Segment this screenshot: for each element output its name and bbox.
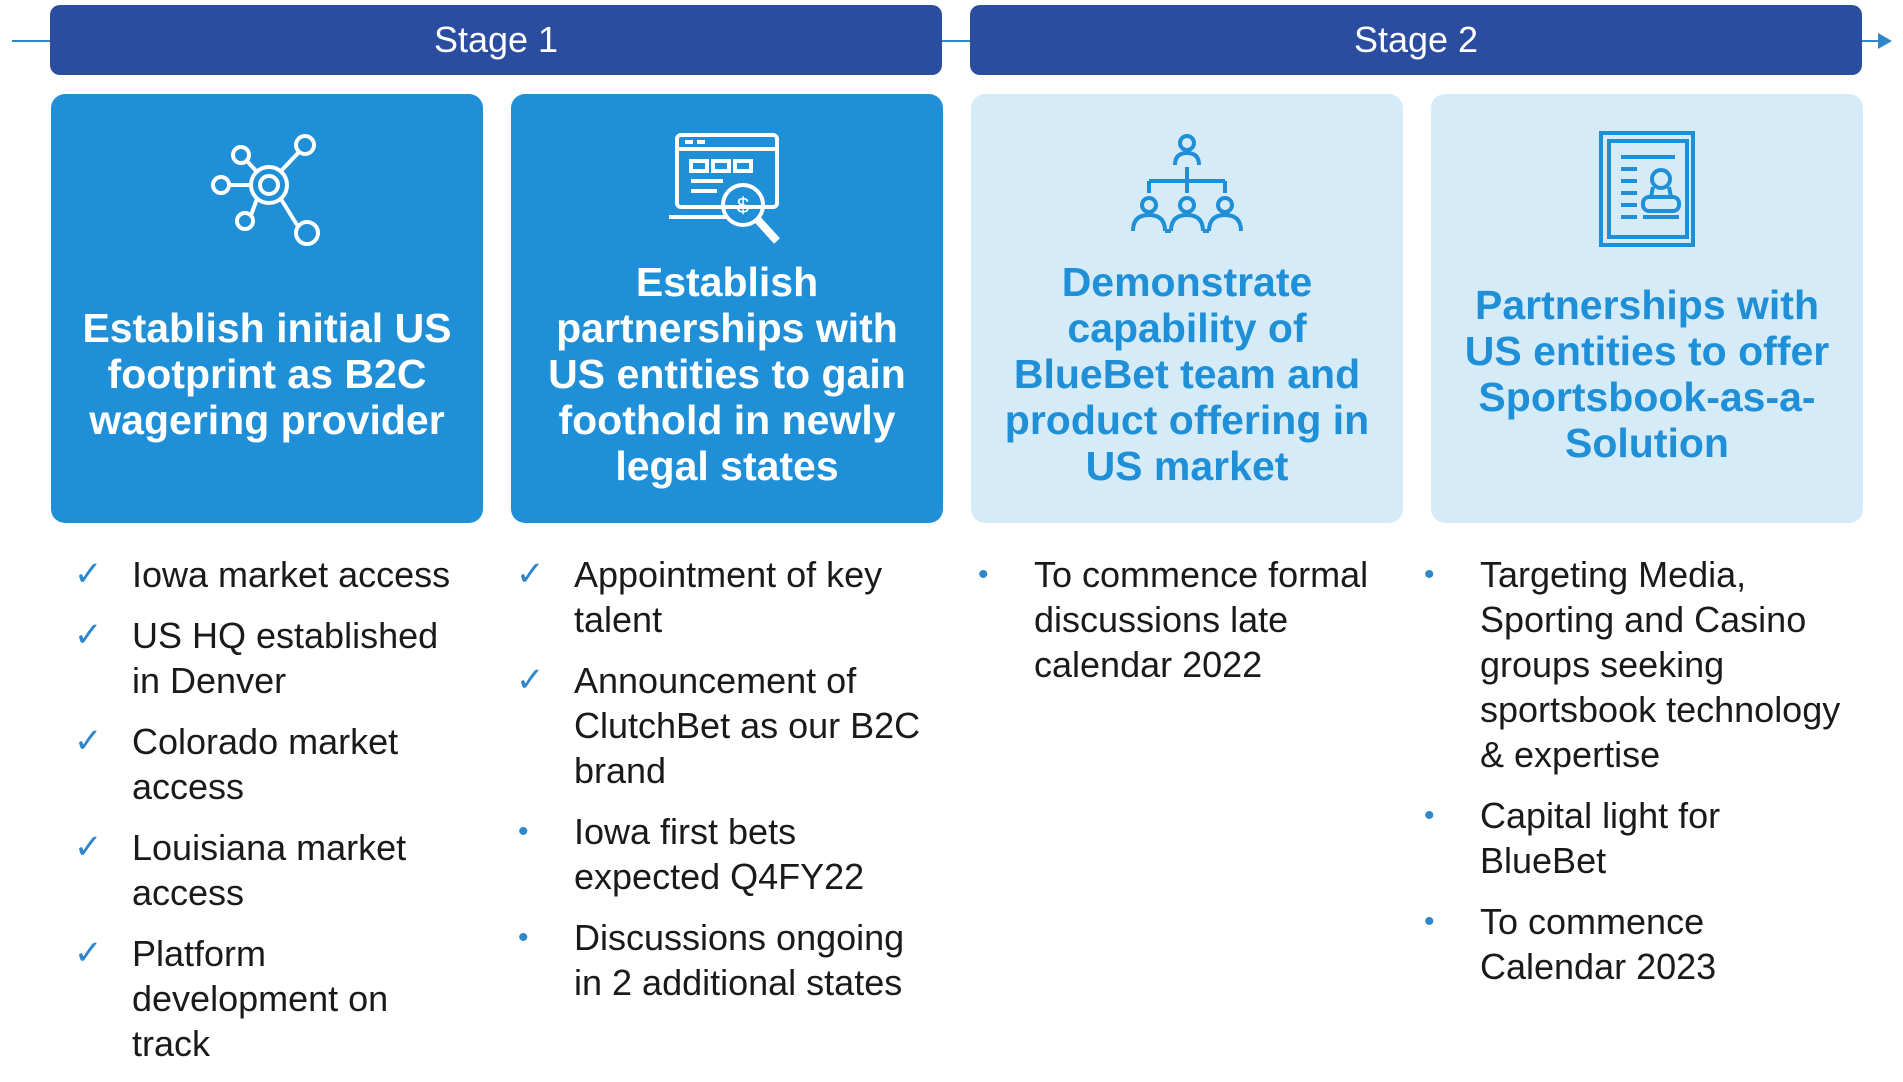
list-item: •To commence Calendar 2023 [1424, 901, 1717, 987]
stage1-partnerships-list: ✓Appointment of key talent ✓Announcement… [502, 552, 932, 1021]
stage-2-label: Stage 2 [1353, 19, 1479, 60]
list-item: ✓Louisiana market access [74, 827, 407, 913]
stage2-capability-list: •To commence formal discussions late cal… [962, 552, 1382, 703]
web-search-dollar-icon: $ [667, 124, 787, 254]
card-us-footprint: Establish initial US footprint as B2C wa… [51, 94, 483, 523]
timeline-arrow-icon [1878, 33, 1892, 49]
stage2-sportsbook-list: •Targeting Media, Sporting and Casino gr… [1408, 552, 1848, 1005]
network-nodes-icon [207, 124, 327, 254]
card-partnerships-foothold: $ Establish partnerships with US entitie… [511, 94, 943, 523]
check-icon: ✓ [516, 555, 545, 593]
list-item: ✓Iowa market access [74, 554, 451, 595]
list-item: •Targeting Media, Sporting and Casino gr… [1424, 554, 1841, 775]
check-icon: ✓ [74, 722, 103, 760]
list-item: •Discussions ongoing in 2 additional sta… [518, 917, 905, 1003]
check-icon: ✓ [516, 661, 545, 699]
list-item: •To commence formal discussions late cal… [978, 554, 1369, 685]
bullet-icon: • [518, 815, 529, 848]
bullet-icon: • [978, 558, 989, 591]
svg-text:$: $ [737, 193, 749, 218]
check-icon: ✓ [74, 555, 103, 593]
check-icon: ✓ [74, 616, 103, 654]
bullet-icon: • [1424, 799, 1435, 832]
team-hierarchy-icon [1127, 124, 1247, 254]
card-3-title: Demonstrate capability of BlueBet team a… [1004, 258, 1370, 489]
bullet-icon: • [1424, 905, 1435, 938]
stage-1-label: Stage 1 [433, 19, 559, 60]
check-icon: ✓ [74, 828, 103, 866]
card-4-title: Partnerships with US entities to offer S… [1464, 281, 1830, 466]
list-item: •Capital light for BlueBet [1424, 795, 1721, 881]
bullet-icon: • [1424, 558, 1435, 591]
card-2-title: Establish partnerships with US entities … [548, 258, 906, 489]
list-item: ✓Platform development on track [74, 933, 389, 1064]
stage-2-header: Stage 2 [970, 5, 1862, 75]
card-demonstrate-capability: Demonstrate capability of BlueBet team a… [971, 94, 1403, 523]
list-item: ✓Appointment of key talent [516, 554, 883, 640]
card-sportsbook-solution: Partnerships with US entities to offer S… [1431, 94, 1863, 523]
list-item: ✓Announcement of ClutchBet as our B2C br… [516, 660, 921, 791]
stage-1-header: Stage 1 [50, 5, 942, 75]
timeline-line [12, 40, 1880, 42]
list-item: ✓Colorado market access [74, 721, 399, 807]
card-1-title: Establish initial US footprint as B2C wa… [82, 304, 452, 443]
document-stamp-icon [1587, 124, 1707, 254]
check-icon: ✓ [74, 934, 103, 972]
list-item: •Iowa first bets expected Q4FY22 [518, 811, 865, 897]
stage1-footprint-list: ✓Iowa market access ✓US HQ established i… [60, 552, 470, 1082]
bullet-icon: • [518, 921, 529, 954]
list-item: ✓US HQ established in Denver [74, 615, 439, 701]
